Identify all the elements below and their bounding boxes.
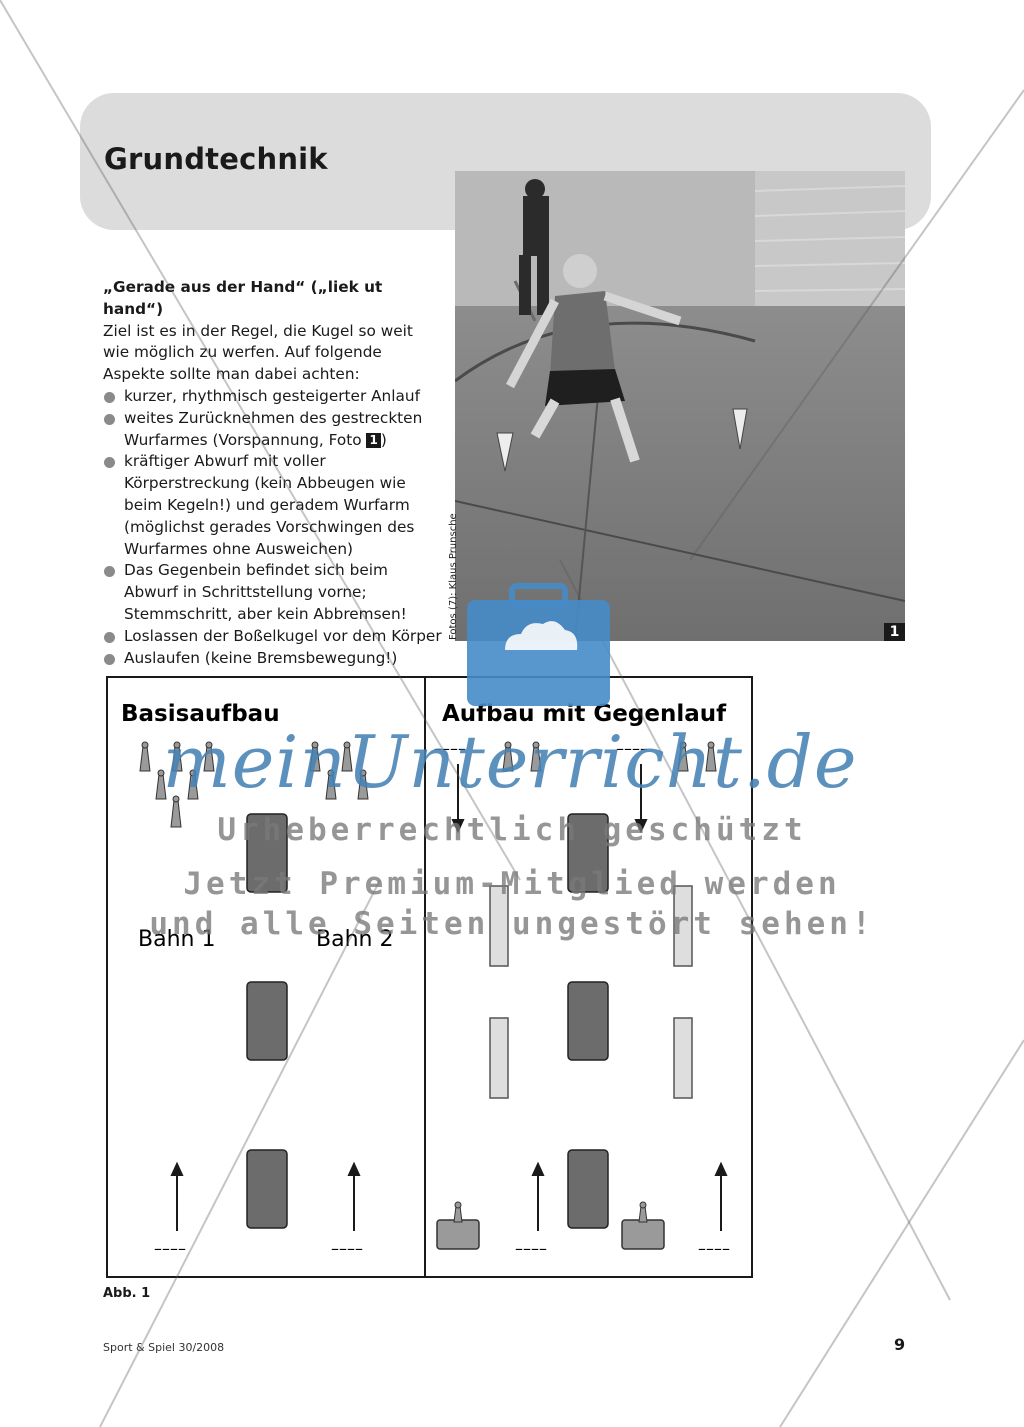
gegenlauf-title: Aufbau mit Gegenlauf (442, 701, 727, 727)
bullet-icon (104, 391, 115, 403)
bullet-icon (104, 631, 115, 643)
photo-ref-badge: 1 (366, 432, 381, 448)
arrows-gegenlauf-down (451, 764, 648, 834)
lane-1-label: Bahn 1 (138, 927, 215, 952)
text-block: „Gerade aus der Hand“ („liek ut hand“) Z… (103, 277, 443, 669)
pins-lane-2 (309, 741, 369, 800)
bullet-icon (104, 653, 115, 665)
page-title: Grundtechnik (104, 142, 328, 176)
pins-gegenlauf (502, 741, 717, 772)
lane-2-label: Bahn 2 (316, 927, 393, 952)
footer-source: Sport & Spiel 30/2008 (103, 1341, 225, 1354)
start-line-4: –––– (698, 1239, 730, 1258)
photo-number-badge: 1 (884, 623, 905, 641)
start-line-3: –––– (515, 1239, 547, 1258)
pin-platforms (436, 1201, 665, 1250)
bullet-icon (104, 457, 115, 469)
list-item: kräftiger Abwurf mit voller Körperstreck… (103, 451, 443, 560)
list-item: Loslassen der Boßelkugel vor dem Körper (103, 626, 443, 648)
arrows-basis (170, 1161, 361, 1231)
photo-credit: Fotos (7): Klaus Prunsche (448, 513, 459, 640)
court-diagram-svg: Basisaufbau Aufbau mit Gegenlauf Bahn 1 … (106, 676, 753, 1278)
top-line-2: –––– (616, 739, 648, 758)
pins-lane-1 (139, 741, 215, 828)
list-item: Das Gegenbein befindet sich beim Abwurf … (103, 560, 443, 625)
top-line-1: –––– (434, 739, 466, 758)
aspect-list: kurzer, rhythmisch gesteigerter Anlauf w… (103, 386, 443, 669)
arrows-gegenlauf-up (531, 1161, 728, 1231)
list-item: weites Zurücknehmen des gestreckten Wurf… (103, 408, 443, 452)
figure-caption: Abb. 1 (103, 1286, 151, 1301)
basisaufbau-title: Basisaufbau (121, 701, 280, 727)
page-number: 9 (894, 1335, 906, 1354)
start-line-1: –––– (154, 1239, 186, 1258)
bullet-icon (104, 413, 115, 425)
mats-gegenlauf (567, 813, 609, 1229)
court-diagram: Basisaufbau Aufbau mit Gegenlauf Bahn 1 … (106, 676, 753, 1278)
bullet-icon (104, 566, 115, 578)
photo-illustration (455, 171, 905, 641)
list-item: kurzer, rhythmisch gesteigerter Anlauf (103, 386, 443, 408)
mats-center (246, 813, 288, 1229)
benches-gegenlauf (489, 885, 693, 1099)
start-line-2: –––– (331, 1239, 363, 1258)
gym-photo (455, 171, 905, 641)
list-item: Auslaufen (keine Bremsbewegung!) (103, 648, 443, 670)
section-heading: „Gerade aus der Hand“ („liek ut hand“) (103, 278, 383, 318)
intro-text: Ziel ist es in der Regel, die Kugel so w… (103, 321, 413, 384)
